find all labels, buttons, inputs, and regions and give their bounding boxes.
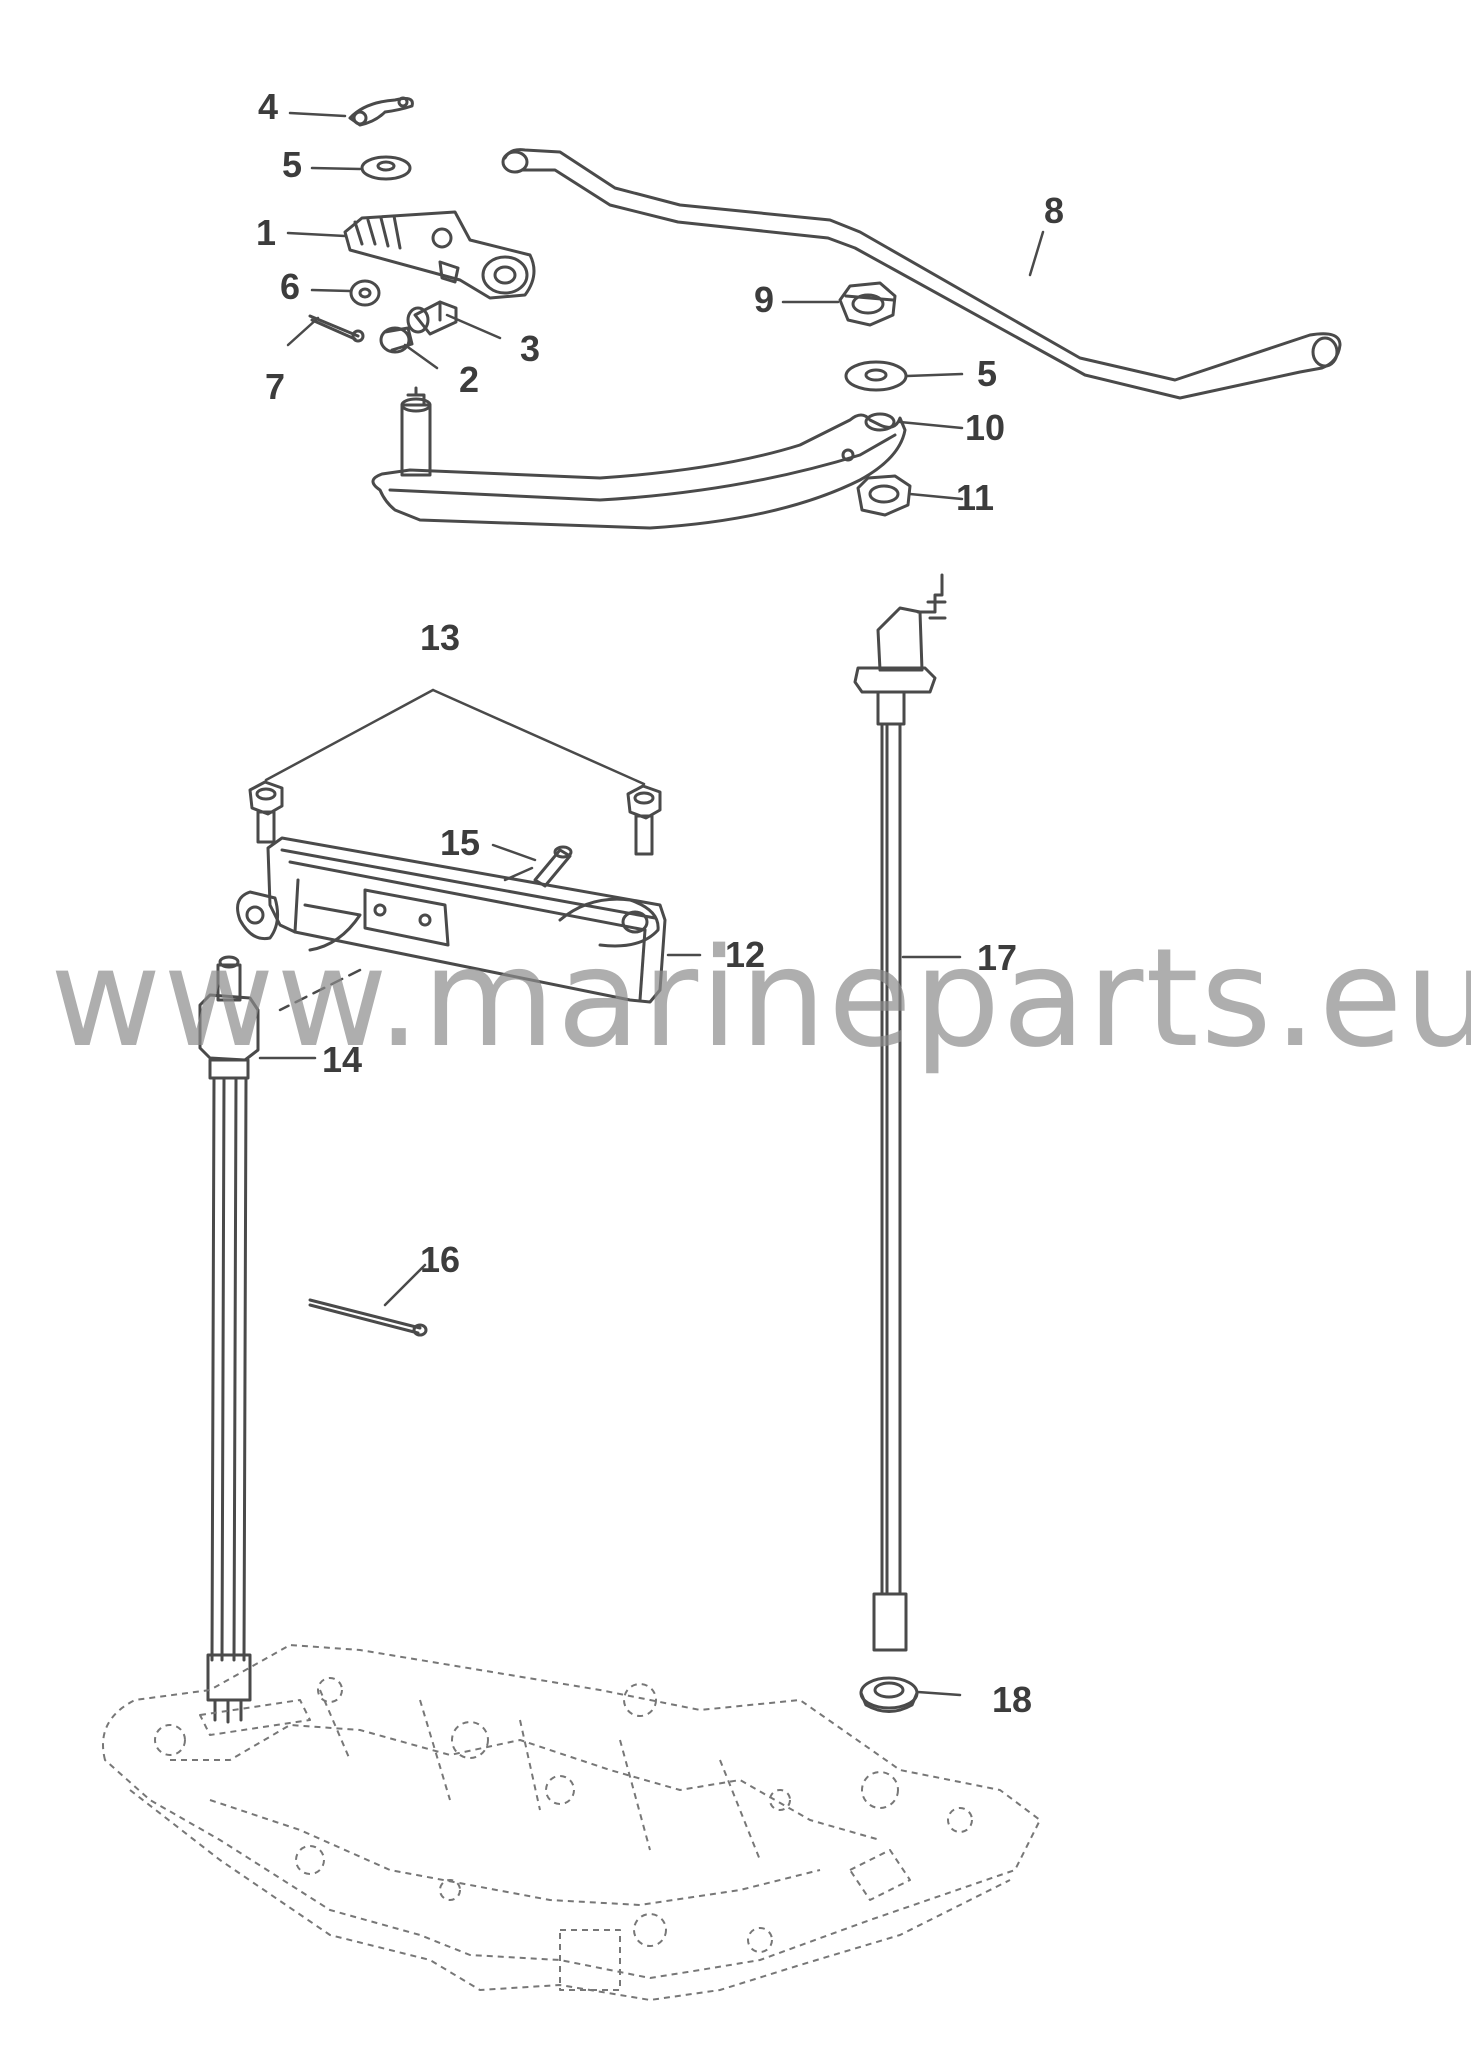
callout-9: 9 (753, 279, 775, 320)
leader-lines (258, 111, 1045, 1697)
callout-5: 5 (281, 144, 303, 185)
part-3-bushing (406, 300, 458, 336)
part-6-small-washer (349, 279, 381, 307)
callout-1: 1 (255, 212, 277, 253)
part-4-clip (348, 96, 414, 127)
part-1-lever (343, 210, 536, 300)
callout-6: 6 (279, 266, 301, 307)
callout-7: 7 (264, 366, 286, 407)
part-18-seal (859, 1676, 919, 1713)
callout-10: 10 (964, 407, 1006, 448)
part-13-bolts (248, 780, 662, 856)
part-16-cable-tie (308, 1298, 428, 1337)
part-5-washer-top (360, 155, 412, 181)
callout-14: 14 (321, 1039, 363, 1080)
watermark-text: www.marineparts.eu (50, 920, 1471, 1078)
part-10-shift-arm (371, 386, 907, 530)
callout-18: 18 (991, 1679, 1033, 1720)
callout-12: 12 (724, 934, 766, 975)
part-12-bracket (236, 836, 667, 1004)
part-5-washer-right (844, 360, 908, 392)
part-9-nut (838, 281, 897, 327)
callout-5-right: 5 (976, 353, 998, 394)
part-17-shift-shaft (853, 573, 947, 1652)
base-plate (102, 1644, 1041, 2001)
callout-4: 4 (257, 86, 279, 127)
callout-13: 13 (419, 617, 461, 658)
callout-8: 8 (1043, 190, 1065, 231)
part-14-sensor (198, 955, 260, 1724)
part-7-cotter-pin (308, 314, 365, 343)
callout-3: 3 (519, 328, 541, 369)
callout-16: 16 (419, 1239, 461, 1280)
part-2-bushing (379, 326, 414, 354)
callout-2: 2 (458, 359, 480, 400)
callout-11: 11 (955, 477, 995, 518)
part-11-nut (856, 474, 912, 517)
part-8-shift-rod (501, 148, 1342, 400)
part-15-pin (533, 845, 573, 888)
callout-15: 15 (439, 822, 481, 863)
callout-17: 17 (976, 937, 1018, 978)
